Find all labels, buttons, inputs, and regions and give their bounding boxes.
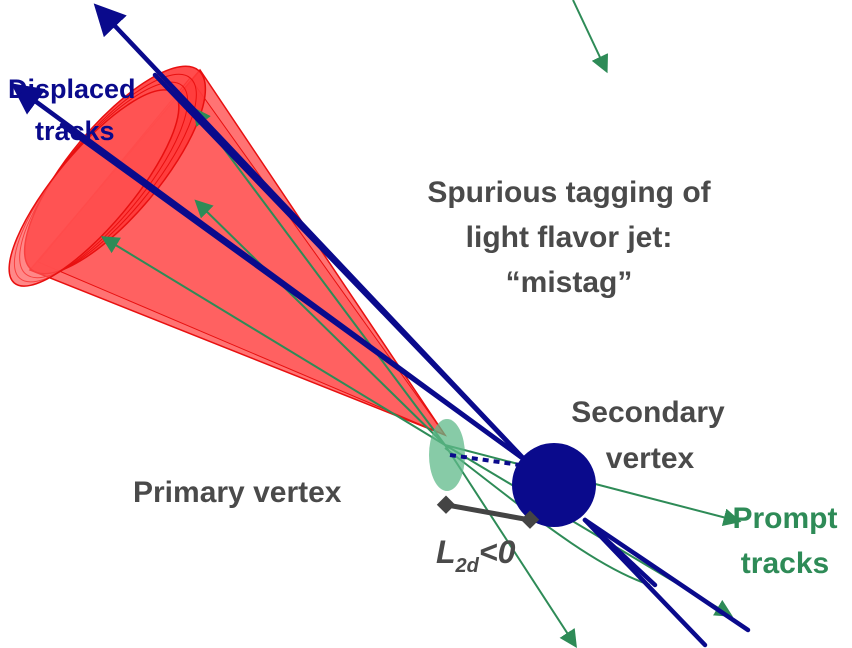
displaced-label-line1: Displaced [8, 74, 136, 104]
displaced-track [582, 517, 708, 648]
prompt-label-line1: Prompt [733, 502, 838, 535]
prompt-label-line2: tracks [741, 547, 829, 580]
title-line1: Spurious tagging of [427, 176, 711, 209]
prompt-tracks [100, 0, 742, 648]
title-line2: light flavor jet: [466, 221, 673, 254]
prompt-track [572, 0, 609, 74]
prompt-track [194, 199, 446, 446]
secondary-label-line1: Secondary [571, 396, 725, 429]
prompt-track [444, 447, 651, 586]
prompt-track [100, 236, 446, 446]
displaced-label-line2: tracks [35, 116, 115, 146]
vertex-connector [449, 453, 521, 467]
secondary-label-line2: vertex [606, 442, 695, 475]
prompt-track [444, 444, 577, 648]
displaced-tracks [10, 3, 751, 648]
primary-vertex [429, 419, 465, 491]
displaced-track [59, 122, 528, 463]
primary-label: Primary vertex [133, 476, 342, 509]
displaced-track [152, 72, 528, 463]
prompt-track [192, 107, 446, 446]
displaced-track [582, 517, 751, 633]
secondary-vertex [512, 443, 596, 527]
l2d-label: L2d<0 [436, 534, 516, 577]
l2d-bar [436, 495, 540, 529]
title-line3: “mistag” [506, 266, 633, 299]
